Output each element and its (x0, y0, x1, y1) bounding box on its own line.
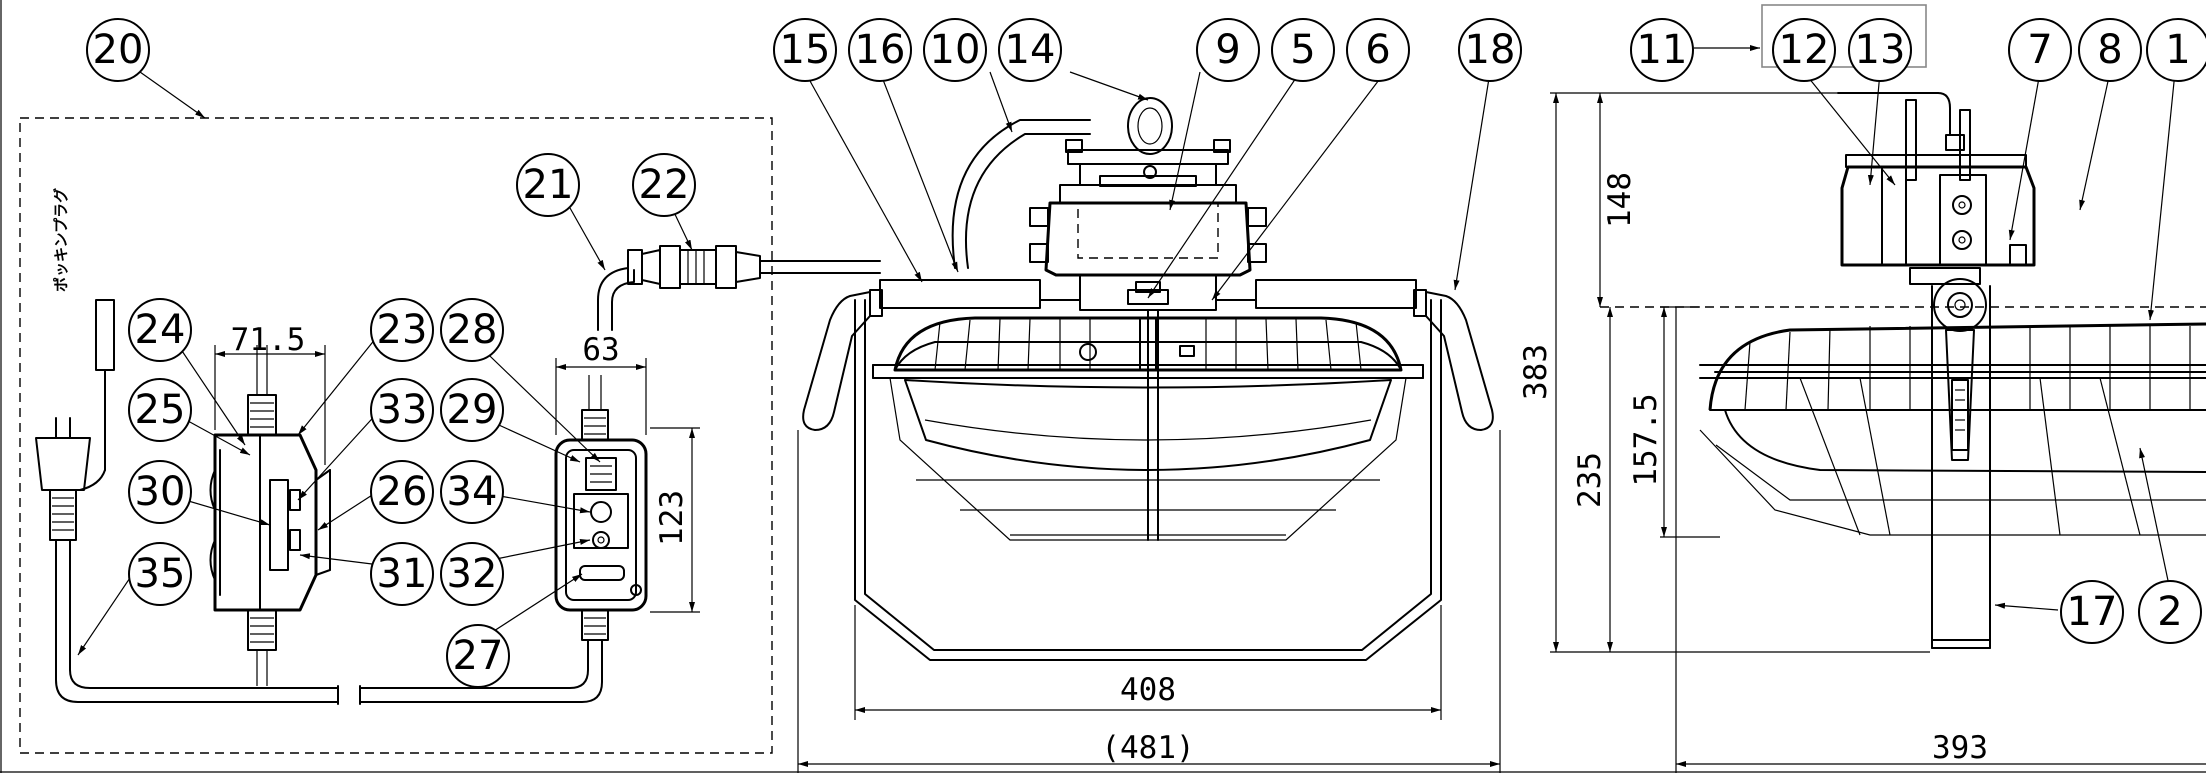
svg-text:29: 29 (447, 387, 498, 433)
balloon: 2 (2138, 580, 2202, 644)
svg-text:12: 12 (1779, 27, 1830, 73)
svg-text:7: 7 (2027, 27, 2052, 73)
dim-box-height: 123 (654, 490, 690, 546)
svg-text:10: 10 (930, 27, 981, 73)
svg-text:5: 5 (1290, 27, 1315, 73)
dim-side-cage-height: 157.5 (1628, 393, 1664, 486)
svg-text:16: 16 (855, 27, 906, 73)
balloon: 27 (446, 624, 510, 688)
balloon: 25 (128, 378, 192, 442)
balloon: 26 (370, 460, 434, 524)
balloon: 13 (1848, 18, 1912, 82)
balloon: 17 (2060, 580, 2124, 644)
svg-text:9: 9 (1215, 27, 1240, 73)
dim-side-bottom-height: 235 (1572, 452, 1608, 508)
balloon: 18 (1458, 18, 1522, 82)
switch-box-front: 63 123 (554, 332, 700, 641)
svg-text:30: 30 (135, 469, 186, 515)
svg-text:24: 24 (135, 307, 186, 353)
driver-hidden-outline (1077, 202, 1219, 259)
dim-side-top-height: 148 (1602, 172, 1638, 228)
svg-text:13: 13 (1855, 27, 1906, 73)
balloon: 29 (440, 378, 504, 442)
dim-side-total-height: 383 (1518, 344, 1554, 400)
balloon: 31 (370, 542, 434, 606)
svg-text:34: 34 (447, 469, 498, 515)
svg-text:14: 14 (1005, 27, 1056, 73)
balloon: 12 (1772, 18, 1836, 82)
svg-text:25: 25 (135, 387, 186, 433)
hanging-eye (1127, 97, 1173, 155)
svg-text:32: 32 (447, 551, 498, 597)
svg-text:27: 27 (453, 633, 504, 679)
svg-text:18: 18 (1465, 27, 1516, 73)
svg-text:15: 15 (780, 27, 831, 73)
balloon: 24 (128, 298, 192, 362)
balloon: 14 (998, 18, 1062, 82)
balloon: 35 (128, 542, 192, 606)
balloon: 20 (86, 18, 150, 82)
dim-front-inner-width: 408 (1120, 672, 1176, 708)
dim-side-width: 393 (1932, 730, 1988, 766)
svg-text:21: 21 (523, 162, 574, 208)
balloon: 16 (848, 18, 912, 82)
balloon: 10 (923, 18, 987, 82)
balloon: 5 (1271, 18, 1335, 82)
dim-front-total-width: (481) (1101, 730, 1194, 766)
balloon: 22 (632, 153, 696, 217)
svg-text:23: 23 (377, 307, 428, 353)
switch-box-side: 71.5 (209, 322, 331, 686)
front-view: 408 (481) (797, 97, 1501, 773)
balloon: 34 (440, 460, 504, 524)
svg-text:26: 26 (377, 469, 428, 515)
dim-box-width-2: 63 (582, 332, 619, 368)
power-plug: ポッキンプラグ (35, 188, 115, 541)
balloon: 30 (128, 460, 192, 524)
svg-text:6: 6 (1365, 27, 1390, 73)
assembly-dashed-boundary (19, 117, 773, 754)
svg-text:20: 20 (93, 27, 144, 73)
balloon: 28 (440, 298, 504, 362)
balloon: 15 (773, 18, 837, 82)
balloon: 9 (1196, 18, 1260, 82)
balloon: 6 (1346, 18, 1410, 82)
balloon: 23 (370, 298, 434, 362)
balloon: 32 (440, 542, 504, 606)
svg-text:31: 31 (377, 551, 428, 597)
balloon: 8 (2078, 18, 2142, 82)
balloon-labels: 20 21 22 24 25 30 35 23 28 33 26 29 34 3… (86, 18, 2206, 688)
balloon: 1 (2146, 18, 2206, 82)
svg-text:28: 28 (447, 307, 498, 353)
svg-text:17: 17 (2067, 589, 2118, 635)
balloon: 11 (1630, 18, 1694, 82)
svg-text:33: 33 (377, 387, 428, 433)
svg-text:11: 11 (1637, 27, 1688, 73)
svg-text:35: 35 (135, 551, 186, 597)
cable (55, 539, 603, 705)
side-view: 383 148 235 157.5 393 (1518, 4, 2206, 773)
balloon: 21 (516, 153, 580, 217)
dim-box-width-1: 71.5 (231, 322, 306, 358)
balloon: 33 (370, 378, 434, 442)
waterproof-connector (597, 245, 881, 331)
svg-text:22: 22 (639, 162, 690, 208)
plug-label: ポッキンプラグ (52, 188, 70, 292)
cable-assembly-view: ポッキンプラグ (19, 117, 881, 754)
balloon: 7 (2008, 18, 2072, 82)
svg-text:8: 8 (2097, 27, 2122, 73)
svg-text:2: 2 (2157, 589, 2182, 635)
svg-text:1: 1 (2165, 27, 2190, 73)
part-group-box (1761, 4, 1927, 68)
